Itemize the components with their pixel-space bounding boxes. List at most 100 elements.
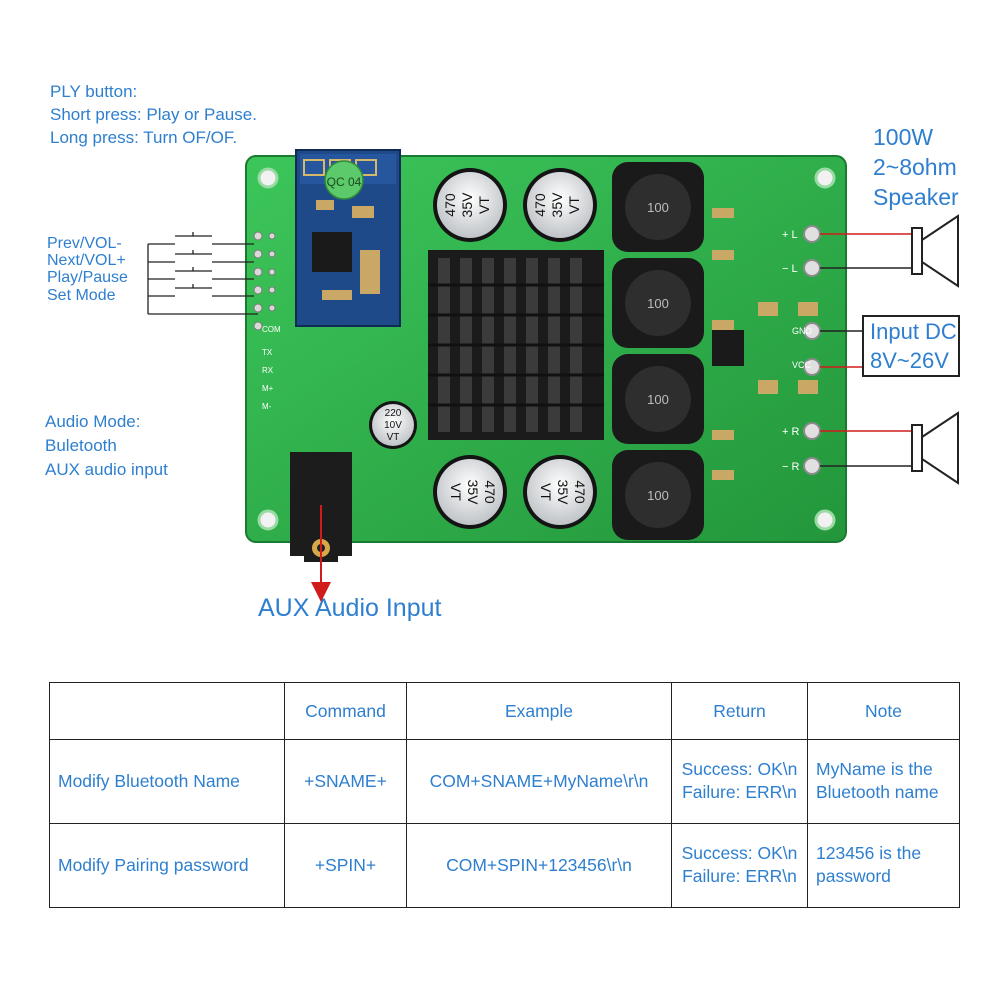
small-capacitor: 220 10V VT: [369, 401, 417, 449]
button-label-prev: Prev/VOL-: [47, 235, 122, 252]
speaker-icon: [911, 411, 959, 485]
table-header-row: Command Example Return Note: [49, 681, 960, 741]
pin-label: TX: [262, 348, 273, 357]
speaker-label: 100W 2~8ohm Speaker: [873, 122, 959, 212]
inductor: 100: [612, 450, 704, 540]
table-cell-command: +SPIN+: [284, 822, 407, 909]
ground-wires: [820, 267, 912, 467]
ply-note-line: PLY button:: [50, 82, 138, 101]
pin-label: RX: [262, 366, 274, 375]
return-line: Success: OK\n: [681, 843, 798, 864]
terminal-label: + L: [782, 229, 798, 241]
heatsink: [428, 250, 604, 440]
terminal-labels: + L − L + R − R VCC GND: [782, 229, 813, 473]
mounting-holes: [257, 167, 836, 531]
inductor-text: 100: [647, 200, 669, 215]
speaker-label-line: 2~8ohm: [873, 154, 957, 180]
button-label-next: Next/VOL+: [47, 252, 126, 269]
bluetooth-module: QC 04: [295, 149, 401, 327]
return-line: Failure: ERR\n: [682, 866, 797, 887]
cap-text: VT: [476, 196, 492, 214]
speaker-icon: [911, 214, 959, 288]
bt-module-label: QC 04: [327, 175, 362, 189]
regulator-chip: [712, 330, 744, 366]
capacitor: 470 35V VT: [433, 455, 507, 529]
table-cell-example: COM+SPIN+123456\r\n: [406, 822, 672, 909]
table-header-cell: Return: [671, 681, 808, 741]
capacitor: 470 35V VT: [433, 168, 507, 242]
cap-text: VT: [566, 196, 582, 214]
audio-jack: [290, 452, 352, 562]
audio-mode-line: Buletooth: [45, 436, 117, 455]
cap-text: 470: [482, 480, 498, 504]
input-dc-box: Input DC 8V~26V: [862, 315, 960, 377]
terminal-label: GND: [792, 326, 813, 336]
table-header-cell: Example: [406, 681, 672, 741]
terminal-label: VCC: [792, 360, 812, 370]
ply-note-line: Short press: Play or Pause.: [50, 105, 257, 124]
input-dc-line: Input DC: [870, 319, 957, 344]
cap-text: 470: [442, 193, 458, 217]
command-table: Command Example Return Note Modify Bluet…: [49, 681, 960, 909]
cap-text: 470: [532, 193, 548, 217]
note-line: MyName is the: [816, 759, 933, 780]
button-wiring: [147, 232, 258, 315]
terminal-label: − R: [782, 461, 799, 473]
pin-labels: COM TX RX M+ M-: [262, 325, 281, 411]
table-header-cell: [49, 681, 285, 741]
inductor-text: 100: [647, 296, 669, 311]
cap-text: VT: [448, 483, 464, 501]
note-line: password: [816, 866, 891, 887]
cap-text: 35V: [549, 192, 565, 218]
pin-label: M+: [262, 384, 274, 393]
table-cell-name: Modify Bluetooth Name: [49, 739, 285, 824]
table-header-cell: Note: [807, 681, 960, 741]
note-line: Bluetooth name: [816, 782, 939, 803]
cap-text: 10V: [384, 420, 402, 431]
terminal-label: + R: [782, 426, 799, 438]
cap-text: 220: [385, 408, 402, 419]
pin-label: M-: [262, 402, 272, 411]
table-cell-note: 123456 is the password: [807, 822, 960, 909]
aux-input-label: AUX Audio Input: [258, 594, 442, 622]
table-cell-example: COM+SNAME+MyName\r\n: [406, 739, 672, 824]
button-label-play: Play/Pause: [47, 269, 128, 286]
speaker-wires: [820, 233, 912, 432]
table-cell-note: MyName is the Bluetooth name: [807, 739, 960, 824]
cap-text: VT: [538, 483, 554, 501]
table-header-cell: Command: [284, 681, 407, 741]
audio-mode-line: Audio Mode:: [45, 412, 141, 431]
inductor-text: 100: [647, 392, 669, 407]
cap-text: 35V: [459, 192, 475, 218]
speaker-label-line: Speaker: [873, 184, 959, 210]
table-cell-command: +SNAME+: [284, 739, 407, 824]
inductor: 100: [612, 354, 704, 444]
header-pins: [253, 231, 276, 331]
table-cell-return: Success: OK\n Failure: ERR\n: [671, 739, 808, 824]
audio-mode-note: Audio Mode: Buletooth AUX audio input: [45, 410, 168, 482]
cap-text: 35V: [465, 480, 481, 506]
button-label-mode: Set Mode: [47, 287, 116, 304]
cap-text: VT: [387, 432, 400, 443]
table-row: Modify Pairing password +SPIN+ COM+SPIN+…: [49, 822, 960, 909]
inductor: 100: [612, 162, 704, 252]
audio-mode-line: AUX audio input: [45, 460, 168, 479]
table-row: Modify Bluetooth Name +SNAME+ COM+SNAME+…: [49, 739, 960, 824]
capacitor: 470 35V VT: [523, 168, 597, 242]
inductor-text: 100: [647, 488, 669, 503]
capacitor: 470 35V VT: [523, 455, 597, 529]
amplifier-board-diagram: QC 04 COM TX RX M+ M-: [147, 149, 959, 602]
speaker-label-line: 100W: [873, 124, 934, 150]
table-cell-name: Modify Pairing password: [49, 822, 285, 909]
note-line: 123456 is the: [816, 843, 922, 864]
input-dc-line: 8V~26V: [870, 348, 949, 373]
return-line: Failure: ERR\n: [682, 782, 797, 803]
cap-text: 470: [572, 480, 588, 504]
terminal-label: − L: [782, 263, 798, 275]
ply-note-line: Long press: Turn OF/OF.: [50, 128, 238, 147]
cap-text: 35V: [555, 480, 571, 506]
table-cell-return: Success: OK\n Failure: ERR\n: [671, 822, 808, 909]
pin-label: COM: [262, 325, 281, 334]
ply-button-note: PLY button: Short press: Play or Pause. …: [50, 80, 257, 149]
return-line: Success: OK\n: [681, 759, 798, 780]
